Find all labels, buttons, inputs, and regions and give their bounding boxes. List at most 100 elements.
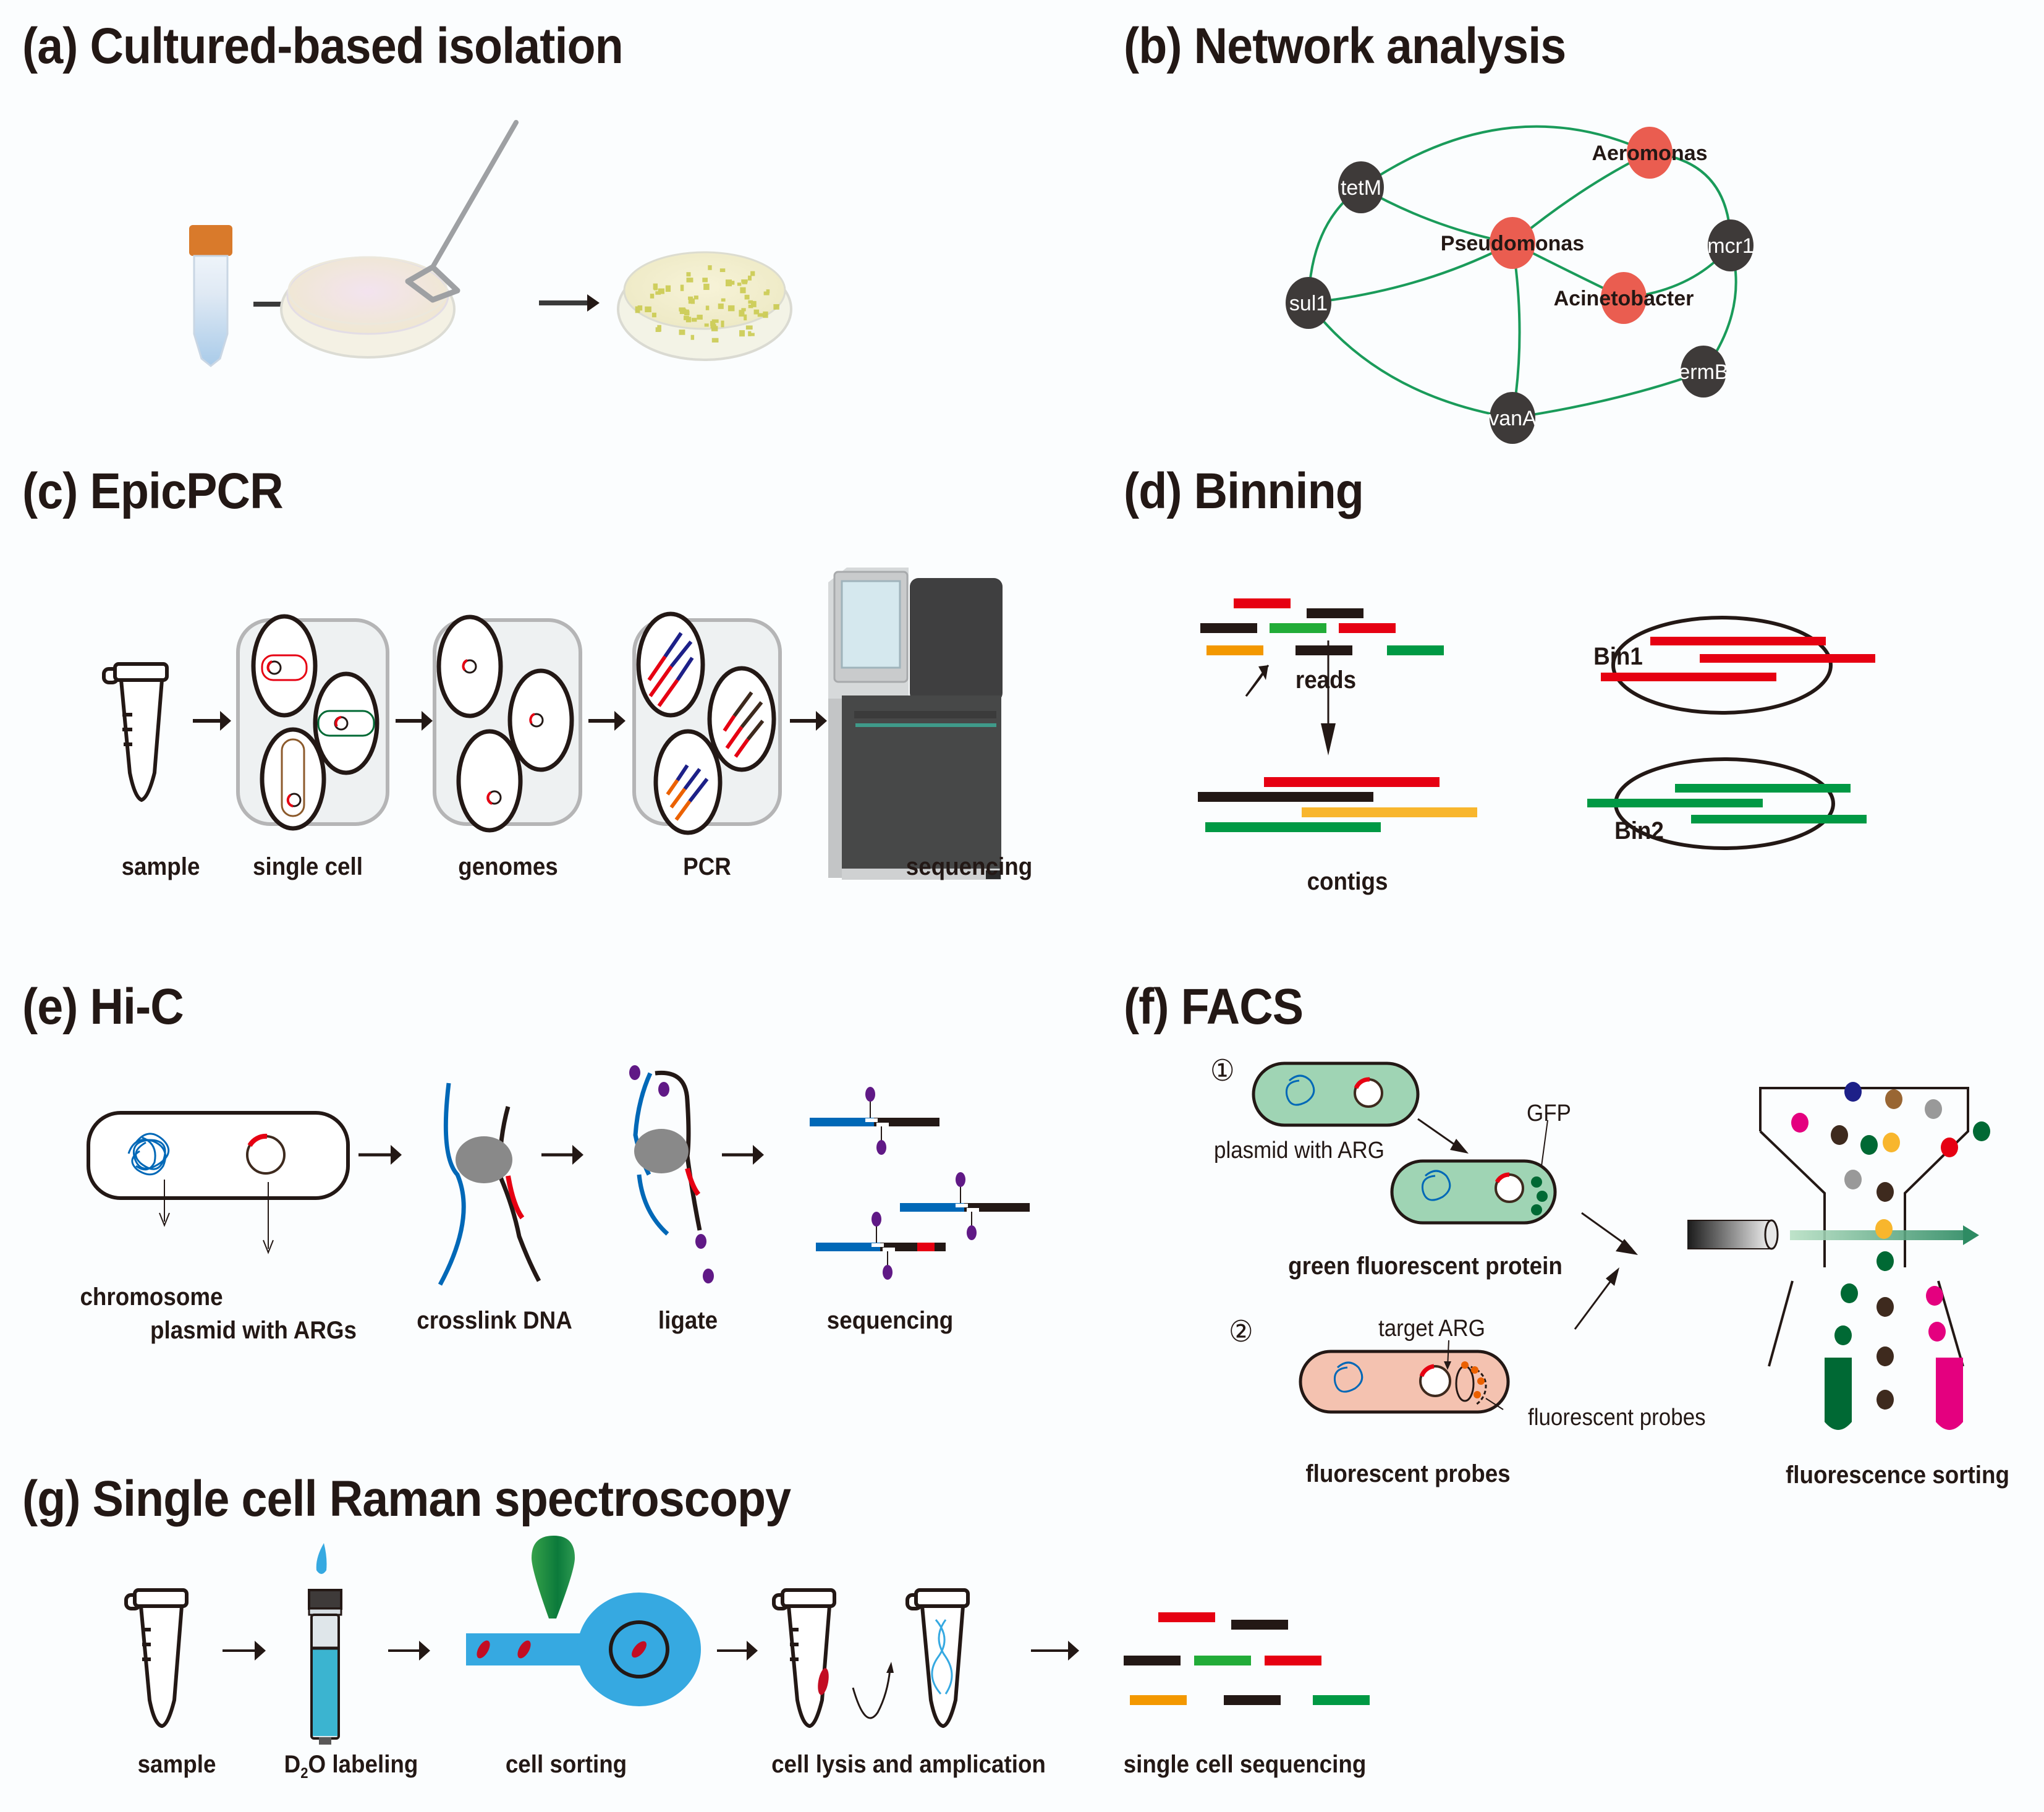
colony-dot [748,304,753,308]
colony-dot [651,312,656,318]
magenta-collection-tube [1936,1358,1963,1430]
arrow-icon [588,711,625,731]
panel-f-letter: (f) [1124,979,1169,1035]
arrow-icon [396,711,433,731]
ligated-dna-icon [629,1065,714,1283]
fluorescent-probes-label: fluorescent probes [1528,1405,1706,1431]
bin2-contig [1675,784,1851,793]
colony-dot [658,288,664,294]
panel-a-title: (a) Cultured-based isolation [22,17,624,75]
gfp-cell-before-icon [1252,1061,1420,1127]
d2o-tube-icon [308,1543,342,1745]
cell-dot [1844,1170,1862,1189]
hic-sequencing-label: sequencing [826,1307,954,1334]
read-bar [1296,645,1352,655]
arrow-icon [358,1145,402,1165]
colony-dot [653,287,658,291]
colony-dot [740,287,746,294]
bin1-label: Bin1 [1593,643,1643,670]
epic-label-single-cell: single cell [253,853,363,880]
network-node-mcr1: mcr1 [1707,219,1754,271]
colony-dot [773,304,779,310]
network-node-vana: vanA [1488,392,1537,444]
cell-dot [1875,1219,1893,1239]
panel-b-heading: Network analysis [1194,18,1567,74]
colony-dot [655,327,661,333]
colony-dot [650,294,655,299]
cell-dot [1941,1138,1958,1157]
colony-dot [711,338,719,343]
chimeric-read [816,1212,946,1280]
read-bar [1387,645,1444,655]
cell-dot [1973,1121,1990,1141]
gfp-caption: green fluorescent protein [1288,1253,1563,1280]
petri-dish-spreading-icon [280,120,519,359]
colony-dot [645,306,651,313]
panel-d-heading: Binning [1194,463,1364,519]
gfp-cell-after-icon [1390,1120,1557,1225]
colony-dot [763,311,768,318]
panel-c-title: (c) EpicPCR [22,462,284,521]
panel-g-title: (g) Single cell Raman spectroscopy [22,1470,791,1528]
colony-dot [750,333,755,336]
panel-g-heading: Single cell Raman spectroscopy [92,1471,791,1527]
cell-dot [1928,1322,1946,1342]
colony-dot [697,315,703,320]
colony-dot [690,334,695,340]
microtube-icon [102,662,169,802]
cell-dot [1876,1182,1894,1202]
colony-dot [721,298,726,302]
sequencer-machine-icon [828,568,1003,880]
colony-dot [686,278,693,283]
arrow-icon [1417,1118,1469,1154]
arrow-icon [1581,1212,1638,1255]
panel-f-heading: FACS [1181,979,1304,1035]
plasmid-with-arg-label: plasmid with ARG [1214,1138,1385,1163]
reads-label: reads [1295,666,1357,694]
cell-dot [1834,1325,1852,1345]
bin1-ellipse [1601,616,1875,715]
bin2-contig [1691,815,1867,823]
probe-cell-icon [1299,1340,1510,1414]
colony-dot [748,331,752,336]
sc-read-bar [1231,1620,1288,1630]
network-node-ermb: ermB [1678,346,1729,398]
colony-dot [705,305,710,310]
step2-marker: ② [1229,1316,1253,1348]
crosslink-label: crosslink DNA [417,1307,572,1334]
colony-dot [744,294,750,300]
network-node-label: sul1 [1289,292,1328,315]
laser-icon [1687,1219,1779,1250]
raman-label-sorting: cell sorting [505,1751,627,1778]
colony-dot [719,268,726,273]
network-node-label: ermB [1678,360,1728,384]
sc-read-bar [1124,1656,1181,1665]
panel-d-letter: (d) [1124,463,1182,519]
network-edge [1512,370,1704,419]
cell-dot [1876,1251,1894,1271]
contig-bar [1302,807,1477,817]
colony-dot [637,305,643,311]
curved-arrow-icon [852,1662,894,1719]
network-node-label: tetM [1341,176,1381,200]
beam-arrow-icon [1790,1225,1979,1245]
colony-dot [721,320,724,328]
lysis-microtube-icon [772,1588,836,1729]
network-node-acinetobacter: Acinetobacter [1554,272,1694,324]
bin2-label: Bin2 [1614,817,1664,844]
d2o-subscript: 2 [300,1765,308,1782]
panel-f-title: (f) FACS [1124,978,1304,1036]
panel-e-letter: (e) [22,979,78,1035]
network-edge [1308,242,1513,304]
colony-dot [725,279,732,287]
network-node-label: Acinetobacter [1554,287,1694,310]
panel-e-title: (e) Hi-C [22,978,184,1036]
chromosome-label: chromosome [80,1283,223,1311]
sc-read-bar [1313,1695,1370,1705]
network-node-tetm: tetM [1338,161,1384,213]
colony-dot [693,296,698,300]
colony-dot [766,289,770,294]
